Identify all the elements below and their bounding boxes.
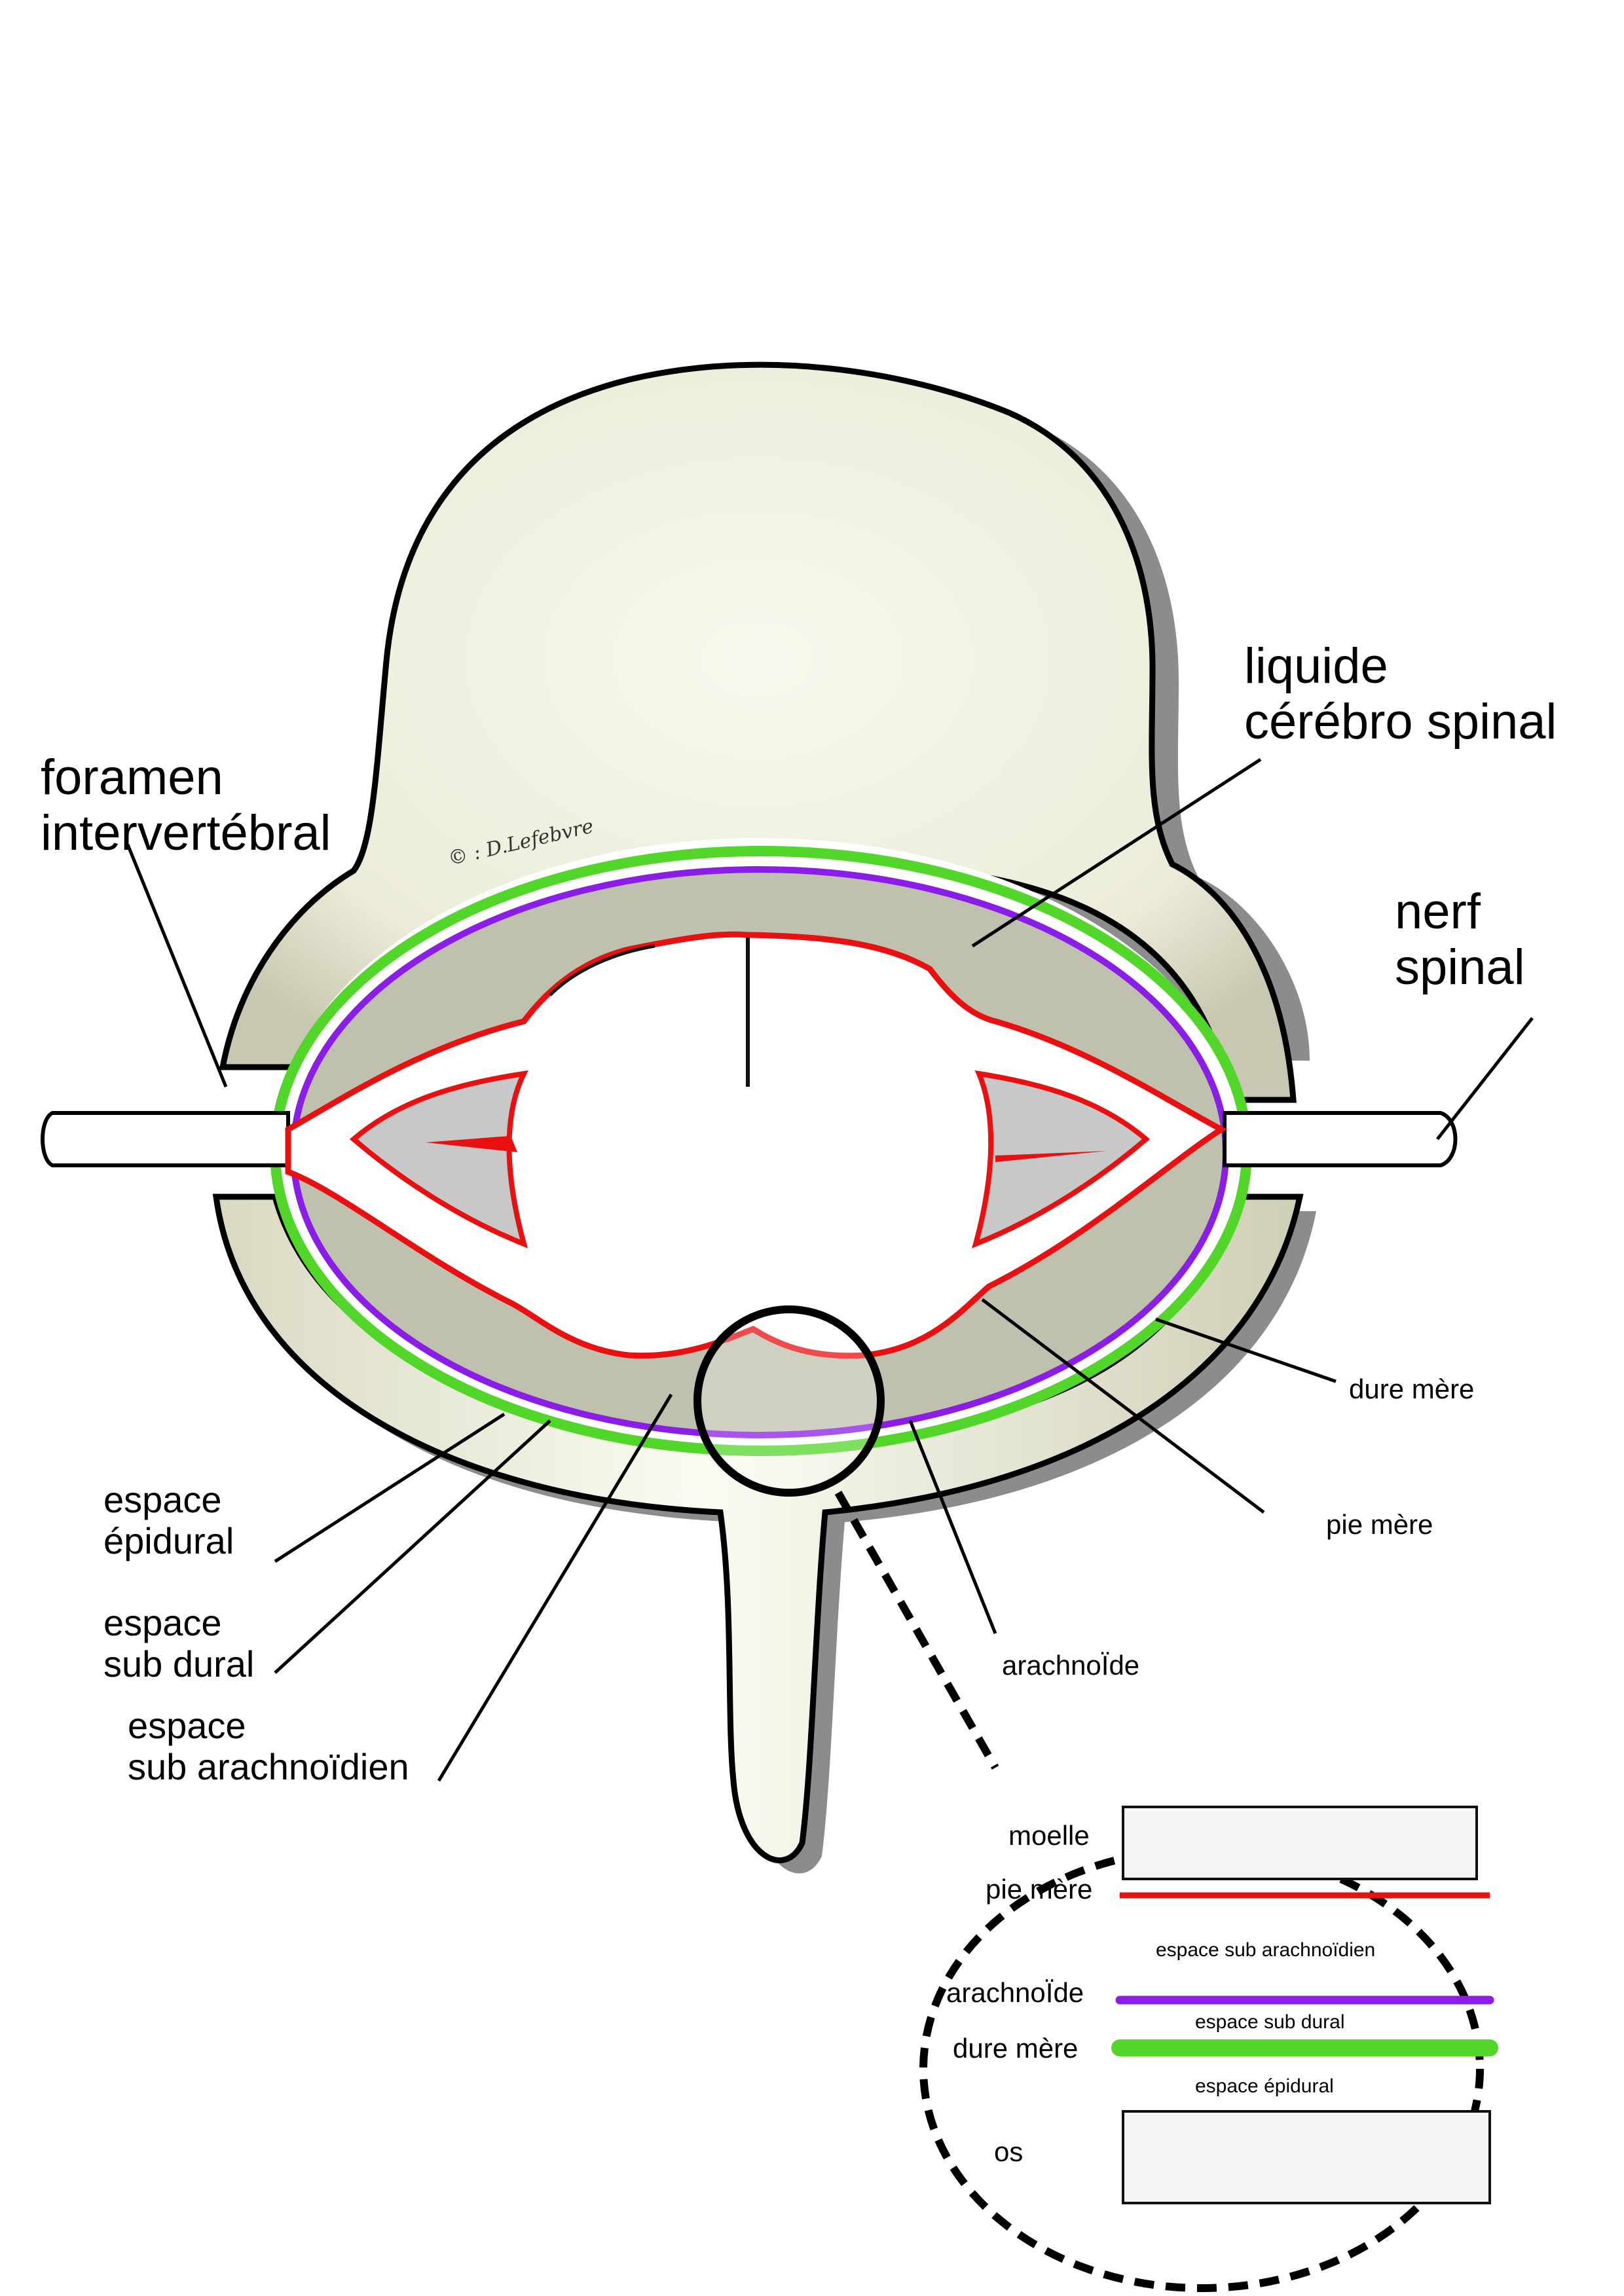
legend-label-espace-sub-arachnoidien: espace sub arachnoïdien [1156, 1939, 1376, 1961]
moelle-box [1122, 1806, 1478, 1880]
label-arachnoide: arachnoÏde [1002, 1650, 1140, 1681]
leader-lines [126, 757, 1534, 1782]
legend-label-pie-mere: pie mère [986, 1874, 1093, 1904]
legend-label-moelle: moelle [1008, 1820, 1090, 1851]
legend-label-espace-epidural: espace épidural [1195, 2075, 1334, 2097]
label-pie-mere: pie mère [1326, 1509, 1433, 1540]
cord-shadow-top [549, 944, 655, 996]
label-foramen: foramen intervertébral [41, 750, 331, 862]
label-dure-mere: dure mère [1349, 1374, 1475, 1404]
label-espace-sub-dural: espace sub dural [103, 1602, 255, 1685]
legend-label-espace-sub-dural: espace sub dural [1195, 2011, 1345, 2033]
central-canal-right [995, 1151, 1107, 1162]
central-canal-left [426, 1136, 517, 1152]
legend-label-os: os [994, 2136, 1024, 2167]
label-nerf: nerf spinal [1395, 884, 1525, 996]
label-liquide: liquide cérébro spinal [1244, 638, 1557, 750]
label-espace-epidural: espace épidural [103, 1479, 234, 1561]
nerve-right [1223, 1111, 1458, 1167]
nerve-left [41, 1111, 290, 1167]
zoom-circle [919, 1846, 1484, 2292]
spinal-cord [285, 931, 1227, 1359]
label-espace-sub-arachnoidien: espace sub arachnoïdien [128, 1705, 409, 1787]
os-box [1122, 2110, 1491, 2204]
magnifier-circle [693, 1305, 885, 1497]
legend-label-dure-mere: dure mère [953, 2033, 1079, 2064]
gray-matter-right [972, 1070, 1151, 1248]
magnifier-connector [834, 1491, 999, 1770]
gray-matter-left [349, 1070, 529, 1248]
legend-label-arachnoide: arachnoÏde [946, 1977, 1084, 2008]
